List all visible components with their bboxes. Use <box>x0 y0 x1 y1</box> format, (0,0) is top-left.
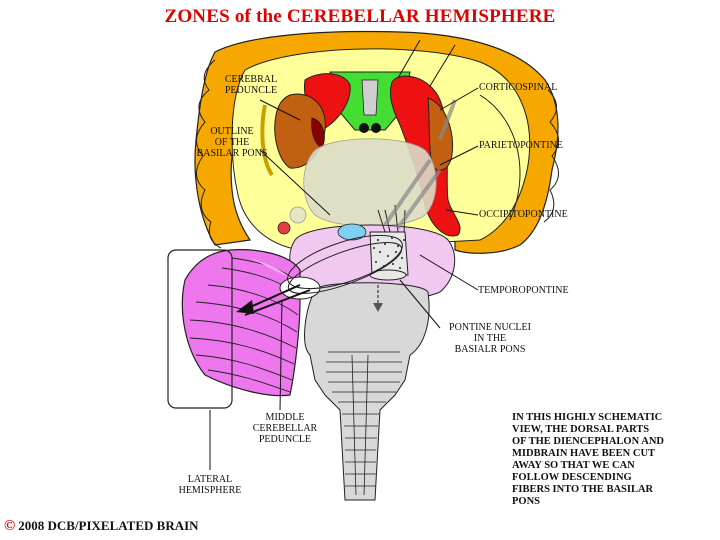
explanatory-note: IN THIS HIGHLY SCHEMATIC VIEW, THE DORSA… <box>512 412 664 507</box>
pontine-nuclei <box>369 231 409 281</box>
label-middle-cerebellar-peduncle: MIDDLE CEREBELLAR PEDUNCLE <box>252 412 318 445</box>
cerebellar-hemisphere <box>181 249 301 397</box>
peduncle-left <box>274 93 326 169</box>
copyright-symbol: © <box>4 518 16 534</box>
label-corticospinal: CORTICOSPINAL <box>479 82 558 93</box>
midbrain <box>303 138 437 227</box>
copyright-text: 2008 DCB/PIXELATED BRAIN <box>18 518 199 533</box>
label-temporopontine: TEMPOROPONTINE <box>478 285 569 296</box>
copyright: ©2008 DCB/PIXELATED BRAIN <box>4 518 199 535</box>
label-lateral-hemisphere: LATERAL HEMISPHERE <box>178 474 242 496</box>
label-occipitopontine: OCCIPITOPONTINE <box>479 209 568 220</box>
page-title: ZONES of the CEREBELLAR HEMISPHERE <box>164 6 556 27</box>
brainstem <box>304 282 430 501</box>
label-outline-basilar-pons: OUTLINE OF THE BASILAR PONS <box>196 126 268 159</box>
label-parietopontine: PARIETOPONTINE <box>479 140 563 151</box>
label-cerebral-peduncle: CEREBRAL PEDUNCLE <box>224 74 278 96</box>
lateral-hemisphere-box <box>167 249 233 409</box>
label-pontine-nuclei: PONTINE NUCLEI IN THE BASIALR PONS <box>449 322 531 355</box>
